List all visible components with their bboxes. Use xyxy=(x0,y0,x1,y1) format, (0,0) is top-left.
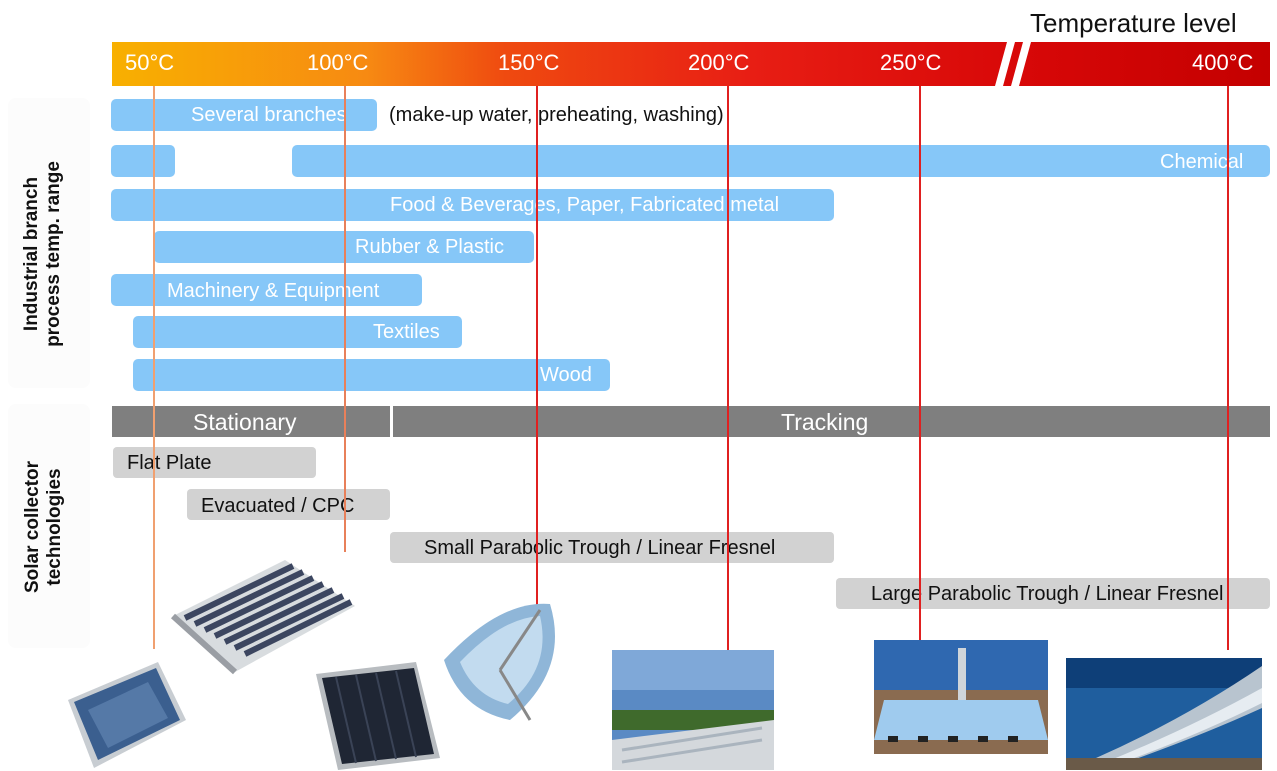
branch-bar-chemical-low xyxy=(111,145,175,177)
branch-bar-food xyxy=(111,189,834,221)
branch-panel xyxy=(8,98,90,388)
branch-bar-several xyxy=(111,99,377,131)
solar-tower-field-photo xyxy=(874,640,1048,754)
flat-plate-collector-dark-photo xyxy=(316,662,440,770)
branch-note-several: (make-up water, preheating, washing) xyxy=(389,104,724,126)
temperature-scale-bar xyxy=(112,42,1270,86)
tech-label-evacuated: Evacuated / CPC xyxy=(201,495,355,517)
technology-panel xyxy=(8,404,90,648)
tech-bar-evacuated xyxy=(187,489,390,520)
branch-label-textiles: Textiles xyxy=(373,321,440,343)
guide-line-150 xyxy=(536,86,538,606)
branch-label-rubber: Rubber & Plastic xyxy=(355,236,504,258)
category-bar-stationary xyxy=(112,406,390,437)
branch-label-food: Food & Beverages, Paper, Fabricated meta… xyxy=(390,194,780,216)
guide-line-100 xyxy=(344,86,346,552)
flat-plate-collector-photo xyxy=(68,662,186,768)
large-parabolic-trough-photo xyxy=(1066,658,1262,770)
tick-150: 150°C xyxy=(498,50,560,75)
branch-bar-textiles xyxy=(133,316,462,348)
guide-line-200 xyxy=(727,86,729,651)
small-parabolic-trough-photo xyxy=(612,650,774,770)
guide-line-400 xyxy=(1227,86,1229,650)
tick-200: 200°C xyxy=(688,50,750,75)
category-label-stationary: Stationary xyxy=(193,409,297,435)
branch-bar-chemical xyxy=(292,145,1270,177)
branch-bar-wood xyxy=(133,359,610,391)
tech-bar-flat-plate xyxy=(113,447,316,478)
branch-label-wood: Wood xyxy=(540,364,592,386)
tech-bar-small-trough xyxy=(390,532,834,563)
parabolic-dish-photo xyxy=(444,603,555,721)
branch-label-line1: Industrial branch xyxy=(21,176,42,332)
category-bar-tracking xyxy=(393,406,1270,437)
category-label-tracking: Tracking xyxy=(781,409,869,435)
branch-label-line2: process temp. range xyxy=(43,161,64,347)
tech-label-small-trough: Small Parabolic Trough / Linear Fresnel xyxy=(424,537,776,559)
technology-panel-label: Solar collector technologies xyxy=(22,447,66,607)
scale-break-icon xyxy=(995,42,1031,86)
branch-label-machinery: Machinery & Equipment xyxy=(167,280,380,302)
branch-panel-label: Industrial branch process temp. range xyxy=(21,144,65,364)
branch-bar-machinery xyxy=(111,274,422,306)
guide-line-250 xyxy=(919,86,921,641)
tech-bar-large-trough xyxy=(836,578,1270,609)
guide-line-50 xyxy=(153,86,155,649)
tech-label-flat-plate: Flat Plate xyxy=(127,452,212,474)
tick-100: 100°C xyxy=(307,50,369,75)
branch-label-chemical: Chemical xyxy=(1160,151,1244,173)
technology-label-line2: technologies xyxy=(44,468,65,586)
tech-label-large-trough: Large Parabolic Trough / Linear Fresnel xyxy=(871,583,1224,605)
technology-label-line1: Solar collector xyxy=(22,461,43,593)
tick-50: 50°C xyxy=(125,50,175,75)
tick-250: 250°C xyxy=(880,50,942,75)
tick-400: 400°C xyxy=(1192,50,1254,75)
chart-title: Temperature level xyxy=(1030,8,1237,38)
evacuated-tube-collector-photo xyxy=(170,560,355,675)
branch-label-several: Several branches xyxy=(191,104,347,126)
